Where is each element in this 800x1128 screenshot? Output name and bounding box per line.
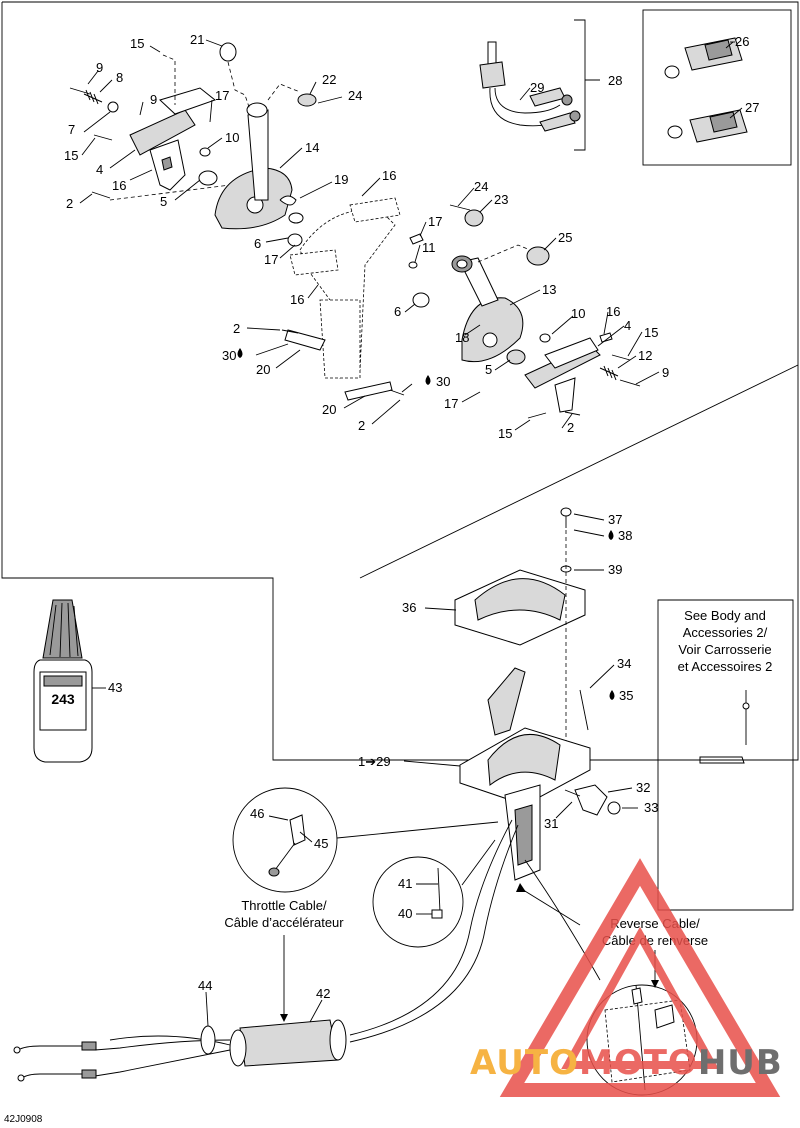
callout-15: 15 [644, 325, 658, 340]
switch-harness [479, 41, 581, 132]
callout-1-to-29: 1➔29 [358, 754, 391, 769]
callout-15: 15 [130, 36, 144, 51]
callout-25: 25 [558, 230, 572, 245]
callout-8: 8 [116, 70, 123, 85]
cables [13, 819, 601, 1082]
watermark-inner-triangle-icon [561, 926, 719, 1069]
callout-14: 14 [305, 140, 319, 155]
callout-5: 5 [160, 194, 167, 209]
callout-42: 42 [316, 986, 330, 1001]
adhesive-bottle: 243 [33, 599, 106, 763]
callout-33: 33 [644, 800, 658, 815]
top-assembly [69, 42, 641, 419]
main-frame [1, 1, 799, 761]
callout-19: 19 [334, 172, 348, 187]
callout-43: 43 [108, 680, 122, 695]
callout-37: 37 [608, 512, 622, 527]
callout-20: 20 [256, 362, 270, 377]
callout-9: 9 [662, 365, 669, 380]
callout-16: 16 [290, 292, 304, 307]
callout-11: 11 [422, 240, 436, 255]
callout-31: 31 [544, 816, 558, 831]
callout-10: 10 [571, 306, 585, 321]
callout-2: 2 [66, 196, 73, 211]
callout-6: 6 [394, 304, 401, 319]
throttle-cable-line1: Throttle Cable/ [241, 898, 327, 913]
callout-36: 36 [402, 600, 416, 615]
callout-23: 23 [494, 192, 508, 207]
callout-30: 30 [222, 348, 236, 363]
callout-21: 21 [190, 32, 204, 47]
callout-46: 46 [250, 806, 264, 821]
callout-35: 35 [619, 688, 633, 703]
see-body-note-line1: See Body and [684, 608, 766, 623]
watermark: AUTOMOTOHUB [470, 858, 783, 1097]
callout-12: 12 [638, 348, 652, 363]
callout-32: 32 [636, 780, 650, 795]
callout-24: 24 [474, 179, 488, 194]
callout-41: 41 [398, 876, 412, 891]
watermark-part2: MOTO [579, 1043, 698, 1083]
inset-parts [664, 37, 748, 143]
see-body-note-line2: Accessories 2/ [683, 625, 768, 640]
callout-28: 28 [608, 73, 622, 88]
callout-9: 9 [150, 92, 157, 107]
callout-26: 26 [735, 34, 749, 49]
watermark-part1: AUTO [470, 1043, 579, 1083]
callout-2: 2 [567, 420, 574, 435]
bracket-28 [574, 19, 600, 151]
callout-2: 2 [233, 321, 240, 336]
callout-labels: 15 21 9 8 9 17 7 10 15 4 16 2 5 14 22 24… [64, 32, 759, 1001]
see-body-note-line4: et Accessoires 2 [678, 659, 773, 674]
callout-17: 17 [264, 252, 278, 267]
callout-24: 24 [348, 88, 362, 103]
note-box-body [657, 599, 794, 911]
throttle-cable-line2: Câble d’accélérateur [224, 915, 344, 930]
callout-17: 17 [444, 396, 458, 411]
callout-34: 34 [617, 656, 631, 671]
leader-lines [79, 39, 743, 1027]
reverse-cable-line2: Câble de renverse [602, 933, 708, 948]
adhesive-label: 243 [51, 691, 75, 707]
callout-15: 15 [64, 148, 78, 163]
callout-9: 9 [96, 60, 103, 75]
callout-38: 38 [618, 528, 632, 543]
diagram-code: 42J0908 [4, 1114, 43, 1125]
callout-16: 16 [382, 168, 396, 183]
callout-45: 45 [314, 836, 328, 851]
callout-6: 6 [254, 236, 261, 251]
inset-box-26-27 [642, 9, 792, 166]
reverse-cable-line1: Reverse Cable/ [610, 916, 700, 931]
callout-39: 39 [608, 562, 622, 577]
callout-7: 7 [68, 122, 75, 137]
shifter-assembly [454, 507, 750, 881]
callout-44: 44 [198, 978, 212, 993]
callout-29: 29 [530, 80, 544, 95]
callout-2: 2 [358, 418, 365, 433]
callout-40: 40 [398, 906, 412, 921]
callout-20: 20 [322, 402, 336, 417]
callout-17: 17 [215, 88, 229, 103]
callout-16: 16 [606, 304, 620, 319]
callout-18: 18 [455, 330, 469, 345]
callout-17: 17 [428, 214, 442, 229]
callout-13: 13 [542, 282, 556, 297]
watermark-triangle-icon [499, 858, 781, 1097]
callout-4: 4 [624, 318, 631, 333]
callout-22: 22 [322, 72, 336, 87]
callout-15: 15 [498, 426, 512, 441]
callout-10: 10 [225, 130, 239, 145]
watermark-part3: HUB [698, 1043, 783, 1083]
see-body-note-line3: Voir Carrosserie [678, 642, 771, 657]
drop-markers [237, 348, 615, 700]
callout-30: 30 [436, 374, 450, 389]
watermark-text: AUTOMOTOHUB [470, 1043, 783, 1083]
callout-5: 5 [485, 362, 492, 377]
callout-4: 4 [96, 162, 103, 177]
callout-27: 27 [745, 100, 759, 115]
callout-16: 16 [112, 178, 126, 193]
